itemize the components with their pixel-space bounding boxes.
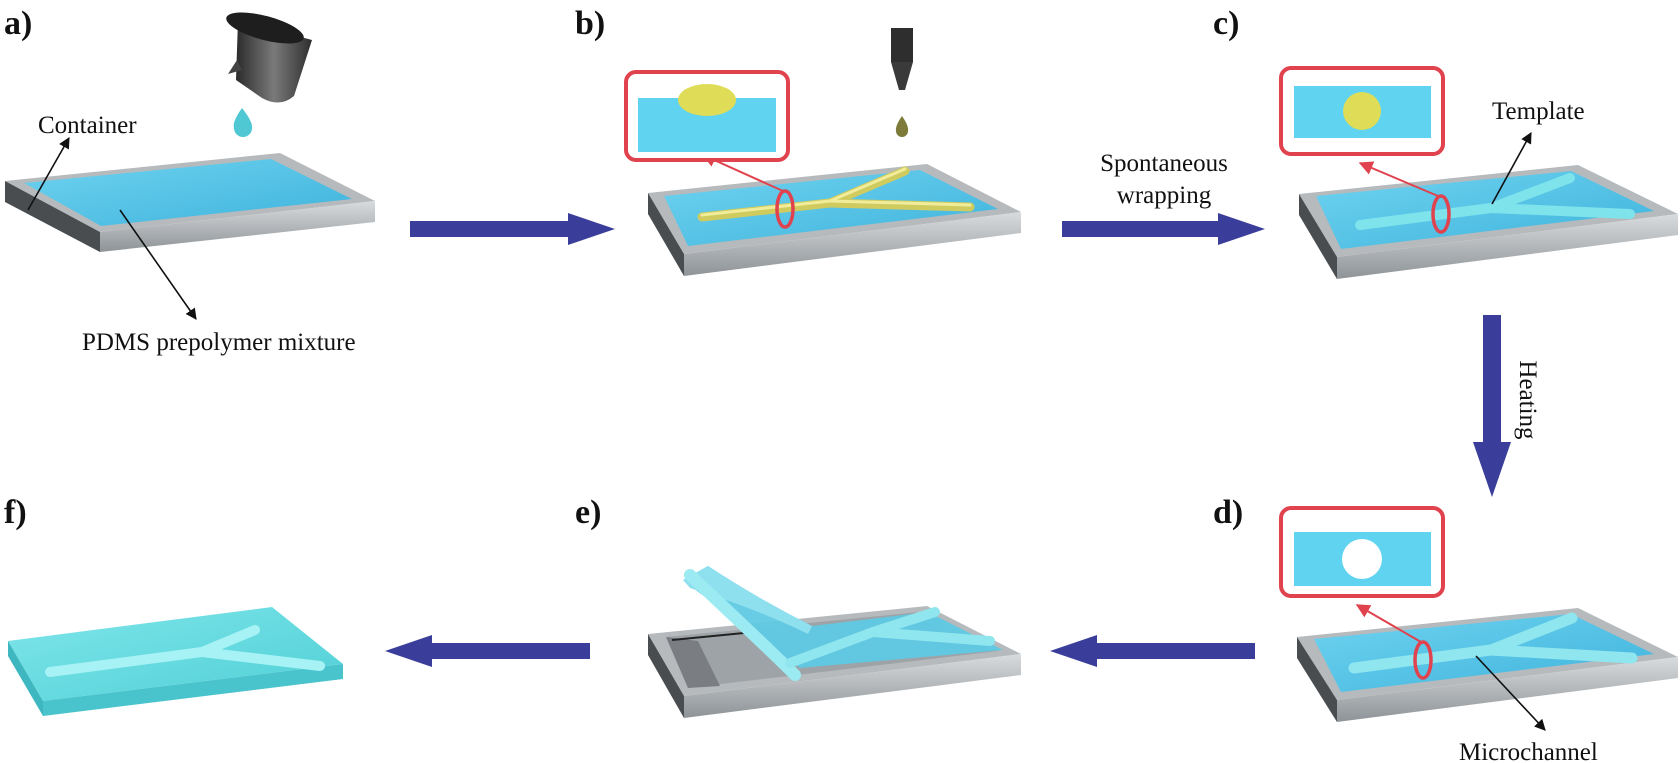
template-label: Template [1492, 98, 1585, 125]
inset-pointer [1355, 604, 1422, 643]
container-label: Container [38, 112, 137, 139]
container-tray [5, 153, 375, 252]
microchannel-pointer [1475, 655, 1546, 731]
container-tray [648, 164, 1021, 276]
pdms-label: PDMS prepolymer mixture [82, 329, 356, 356]
focus-ring [1413, 640, 1433, 680]
arrow-b-to-c [1062, 213, 1265, 245]
arrow-c-to-d [1473, 315, 1511, 497]
pouring-cup-icon [226, 12, 312, 103]
panel-a: a) Container PDMS prepolymer mixture [4, 5, 375, 356]
arrow-a-to-b [410, 213, 615, 245]
panel-label-a: a) [4, 5, 32, 42]
focus-ring [775, 189, 795, 229]
container-tray [1299, 165, 1678, 279]
panel-label-d: d) [1213, 494, 1243, 531]
panel-c: c) Template [1213, 5, 1678, 279]
panel-d: d) Microchannel [1213, 494, 1678, 763]
peeled-pdms-film [683, 566, 1003, 681]
panel-label-e: e) [575, 494, 601, 531]
cured-pdms-chip [8, 607, 343, 716]
arrow-d-to-e [1050, 635, 1255, 667]
step-label-heating: Heating [1514, 360, 1541, 440]
inset-pointer [1358, 161, 1439, 197]
template-pointer [1491, 132, 1532, 205]
panel-label-b: b) [575, 5, 605, 42]
step-label-wrapping: wrapping [1117, 182, 1212, 209]
pdms-droplet-icon [233, 108, 253, 137]
panel-label-c: c) [1213, 5, 1239, 42]
arrow-e-to-f [385, 635, 590, 667]
panel-b: b) [575, 5, 1021, 276]
microchannel-path [1348, 612, 1638, 674]
dropper-nozzle-icon [891, 28, 913, 137]
pdms-pointer [119, 209, 197, 320]
step-label-spontaneous: Spontaneous [1100, 150, 1228, 177]
cross-section-inset [624, 70, 790, 162]
panel-e: e) [575, 494, 1021, 718]
microchannel-label: Microchannel [1459, 739, 1598, 763]
template-fiber [697, 166, 975, 222]
cross-section-inset [1279, 506, 1445, 598]
wrapped-template [1355, 173, 1635, 230]
cross-section-inset [1279, 66, 1445, 156]
container-pointer [27, 137, 70, 211]
panel-f: f) [4, 494, 343, 716]
focus-ring [1431, 194, 1451, 234]
panel-label-f: f) [4, 494, 27, 531]
